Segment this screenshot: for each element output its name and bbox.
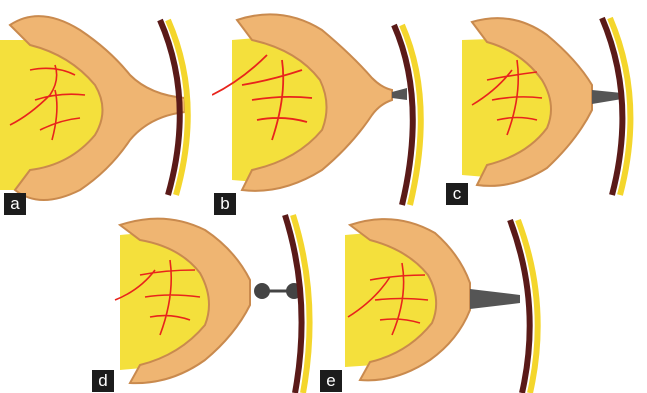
panel-b: b — [212, 0, 440, 218]
panel-c-illustration — [442, 0, 647, 218]
panel-d-illustration — [90, 205, 320, 393]
panel-label-e: e — [320, 370, 342, 392]
panel-label-c: c — [446, 183, 468, 205]
panel-b-illustration — [212, 0, 440, 218]
panel-d: d — [90, 205, 320, 393]
panel-e: e — [320, 205, 550, 393]
panel-label-d: d — [92, 370, 114, 392]
panel-a: a — [0, 0, 210, 218]
panel-label-a: a — [4, 193, 26, 215]
panel-a-illustration — [0, 0, 210, 218]
panel-e-illustration — [320, 205, 550, 393]
panel-c: c — [442, 0, 647, 218]
